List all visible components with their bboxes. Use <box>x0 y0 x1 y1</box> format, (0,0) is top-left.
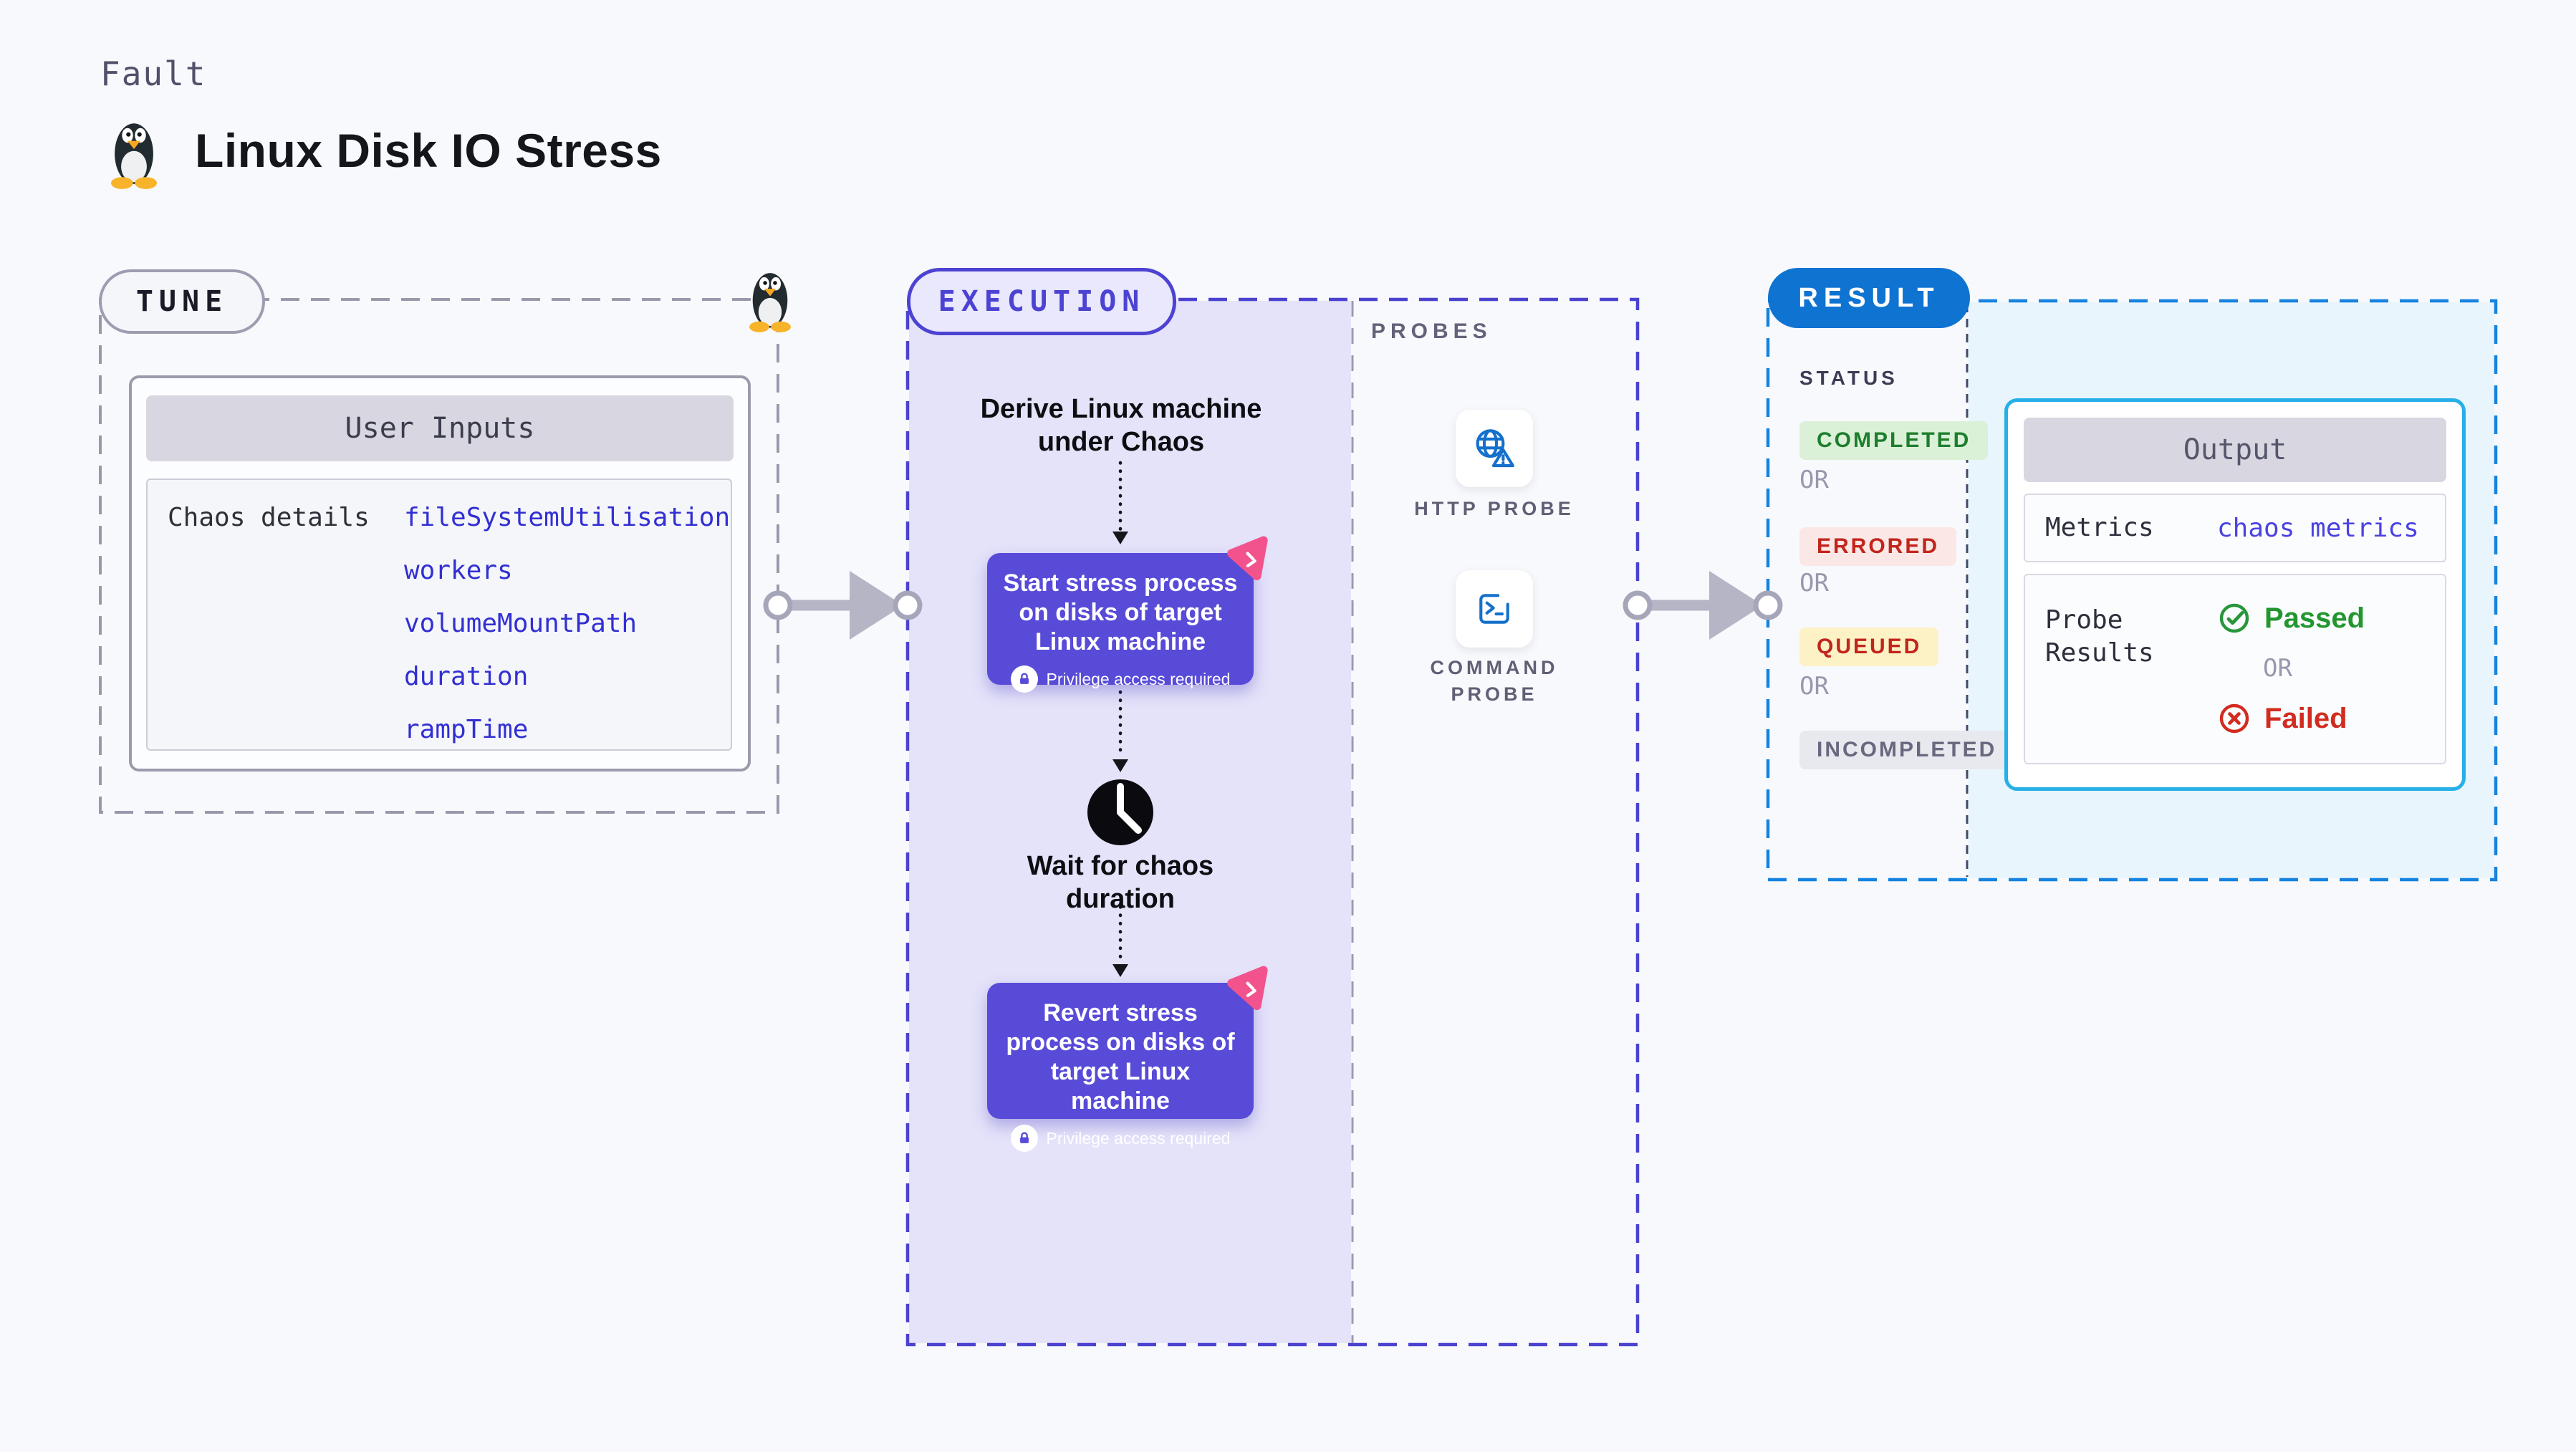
metrics-value: chaos metrics <box>2217 513 2419 543</box>
probe-results-values: Passed OR Failed <box>2217 575 2365 763</box>
start-stress-node: Start stress process on disks of target … <box>987 536 1268 693</box>
tux-penguin-icon <box>110 123 158 189</box>
probe-results-row: Probe Results Passed OR Failed <box>2024 574 2446 764</box>
or-separator: OR <box>1799 569 1829 597</box>
wait-step-text: Wait for chaos duration <box>1027 851 1214 914</box>
output-card: Output Metrics chaos metrics Probe Resul… <box>2004 398 2466 791</box>
clock-icon <box>1087 779 1153 845</box>
chaos-spark-icon <box>1227 536 1268 581</box>
http-probe-card <box>1456 410 1533 487</box>
status-badge-errored: ERRORED <box>1799 527 1957 566</box>
user-inputs-title: User Inputs <box>146 395 734 461</box>
result-stage-pill: RESULT <box>1768 268 1970 328</box>
fault-kicker: Fault <box>100 54 207 93</box>
chaos-details-label: Chaos details <box>168 503 370 532</box>
result-dashed-border <box>1766 299 2498 882</box>
x-circle-icon <box>2219 703 2249 734</box>
output-title: Output <box>2024 418 2446 482</box>
passed-line: Passed <box>2217 601 2365 635</box>
tune-stage-pill: TUNE <box>99 269 265 334</box>
privilege-note-text: Privilege access required <box>1046 1128 1231 1148</box>
flow-arrowheads <box>1112 532 1128 977</box>
execution-to-result-arrow <box>1623 571 1783 640</box>
probe-results-label: Probe Results <box>2045 605 2154 668</box>
privilege-note-row: Privilege access required <box>987 665 1254 693</box>
metrics-label: Metrics <box>2045 513 2154 542</box>
or-separator: OR <box>1799 672 1829 701</box>
param-ramp-time: rampTime <box>404 715 529 744</box>
privilege-note-row: Privilege access required <box>987 1125 1254 1152</box>
status-heading: STATUS <box>1799 367 1898 389</box>
user-inputs-panel: Chaos details fileSystemUtilisation work… <box>146 479 732 751</box>
start-stress-node-text: Start stress process on disks of target … <box>1003 569 1238 655</box>
failed-label: Failed <box>2264 702 2347 734</box>
lock-icon <box>1010 665 1038 693</box>
status-badge-completed: COMPLETED <box>1799 421 1989 460</box>
param-workers: workers <box>404 556 513 585</box>
param-file-system-utilisation: fileSystemUtilisation <box>404 503 731 532</box>
param-duration: duration <box>404 662 529 691</box>
or-separator: OR <box>1799 466 1829 494</box>
metrics-row: Metrics chaos metrics <box>2024 494 2446 562</box>
tune-dashed-border <box>99 298 779 814</box>
execution-dashed-border <box>905 297 1640 1347</box>
param-volume-mount-path: volumeMountPath <box>404 609 638 638</box>
command-probe-label: COMMAND PROBE <box>1430 657 1559 705</box>
status-badge-queued: QUEUED <box>1799 628 1939 666</box>
tux-penguin-icon-small <box>749 273 791 332</box>
tune-to-execution-arrow <box>763 571 923 640</box>
http-probe-label: HTTP PROBE <box>1414 498 1575 519</box>
revert-stress-node: Revert stress process on disks of target… <box>987 966 1268 1152</box>
lock-icon <box>1010 1125 1038 1152</box>
status-badge-incompleted: INCOMPLETED <box>1799 731 2014 769</box>
failed-line: Failed <box>2217 701 2365 736</box>
page-title: Linux Disk IO Stress <box>195 124 662 177</box>
chaos-spark-icon <box>1227 966 1268 1011</box>
passed-label: Passed <box>2264 602 2365 634</box>
check-circle-icon <box>2219 603 2249 633</box>
command-probe-card <box>1456 570 1533 648</box>
chaos-params-list: fileSystemUtilisation workers volumeMoun… <box>404 491 731 749</box>
revert-stress-node-text: Revert stress process on disks of target… <box>1006 999 1235 1115</box>
privilege-note-text: Privilege access required <box>1046 669 1231 688</box>
user-inputs-card: User Inputs Chaos details fileSystemUtil… <box>129 375 751 771</box>
derive-step-text: Derive Linux machine under Chaos <box>980 394 1262 457</box>
globe-warning-icon <box>1476 429 1514 468</box>
or-separator: OR <box>2263 654 2292 683</box>
execution-stage-pill: EXECUTION <box>907 268 1176 335</box>
probes-zone-label: PROBES <box>1371 319 1492 343</box>
terminal-icon <box>1479 594 1509 624</box>
